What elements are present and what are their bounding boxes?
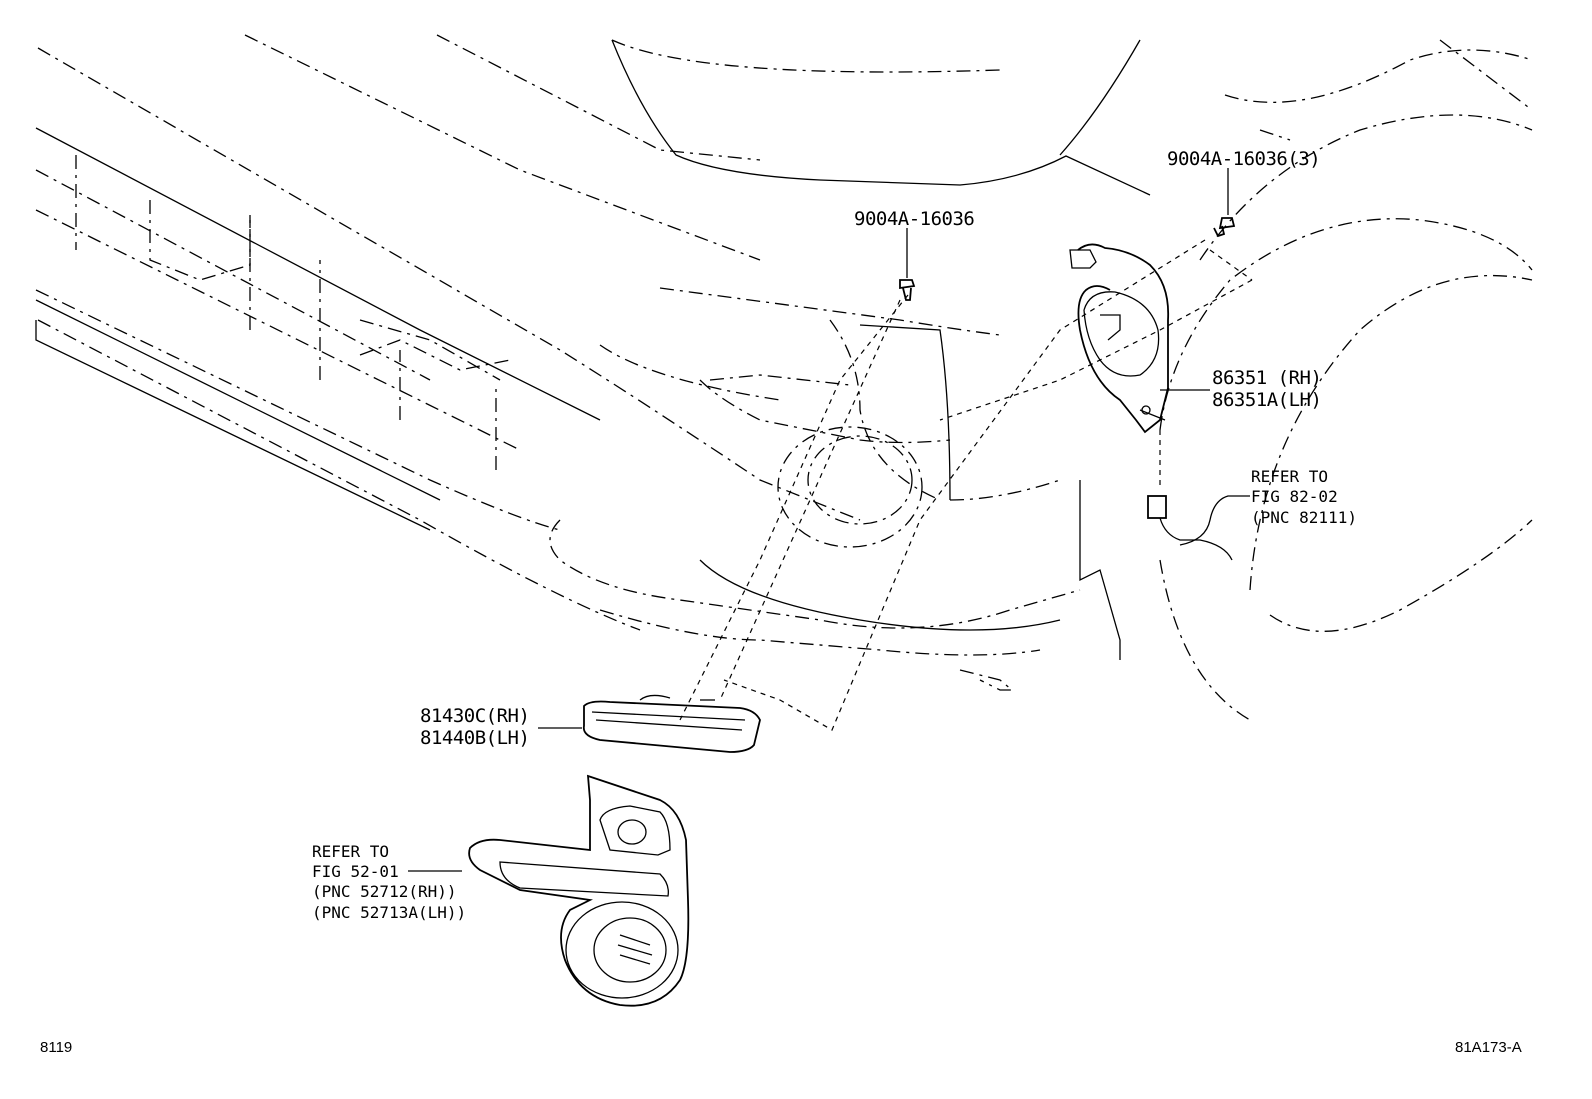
part-number-bolt-qty3: 9004A-16036(3) bbox=[1167, 148, 1321, 170]
refer-note-82-line2: FIG 82-02 bbox=[1251, 487, 1338, 506]
connector-icon bbox=[1147, 495, 1233, 561]
refer-note-82-line3: (PNC 82111) bbox=[1251, 508, 1357, 527]
fog-lamp-bezel bbox=[468, 774, 690, 1007]
part-number-lamp-lh: 81440B(LH) bbox=[420, 727, 530, 749]
part-number-bolt: 9004A-16036 bbox=[854, 208, 975, 230]
leader-lines bbox=[408, 168, 1253, 872]
refer-note-52-line1: REFER TO bbox=[312, 842, 390, 861]
refer-note-52-line4: (PNC 52713A(LH)) bbox=[312, 903, 467, 922]
fog-lamp-assembly bbox=[582, 694, 761, 753]
page-code: 8119 bbox=[40, 1039, 73, 1056]
fog-lamp-bracket bbox=[1069, 243, 1170, 434]
part-number-bracket-rh: 86351 (RH) bbox=[1212, 367, 1322, 389]
figure-code: 81A173-A bbox=[1455, 1039, 1522, 1056]
vehicle-body-outline bbox=[35, 34, 1533, 721]
refer-note-82-line1: REFER TO bbox=[1251, 467, 1329, 486]
refer-note-52-line3: (PNC 52712(RH)) bbox=[312, 882, 457, 901]
bolt-icon bbox=[1213, 217, 1236, 238]
part-number-bracket-lh: 86351A(LH) bbox=[1212, 389, 1322, 411]
bolt-icon bbox=[899, 279, 916, 301]
refer-note-52-line2: FIG 52-01 bbox=[312, 862, 399, 881]
part-number-lamp-rh: 81430C(RH) bbox=[420, 705, 530, 727]
